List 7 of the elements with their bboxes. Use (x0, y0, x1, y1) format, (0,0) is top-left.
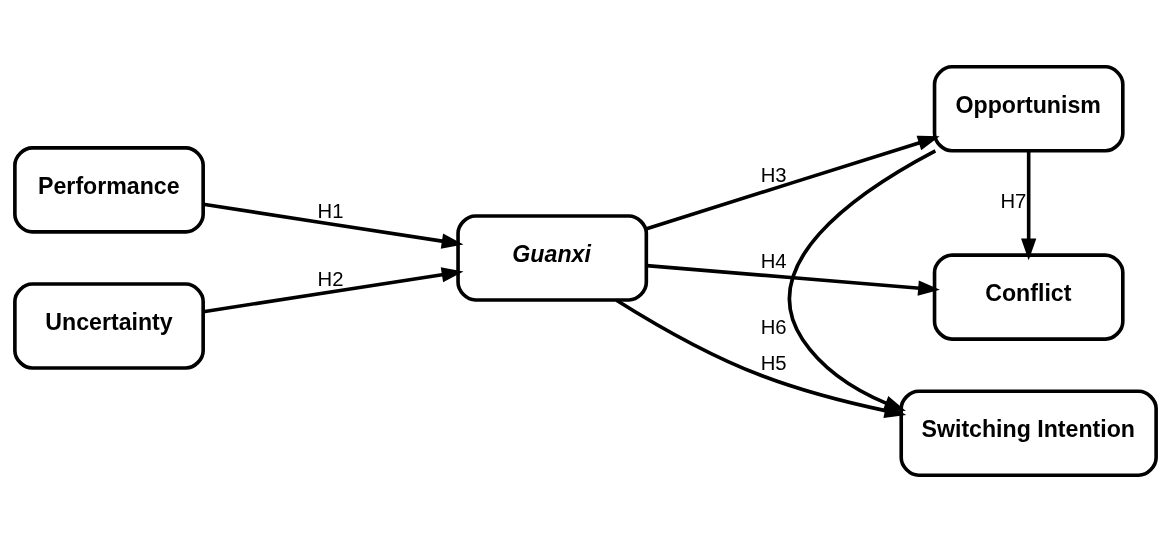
edge-label: H5 (760, 351, 787, 374)
edge-label: H7 (1000, 190, 1027, 213)
edge-label: H1 (317, 199, 344, 222)
edge-label: H6 (760, 316, 787, 339)
edge-label: H2 (317, 267, 344, 290)
edge-label: H3 (760, 163, 787, 186)
edge-label: H4 (760, 250, 787, 273)
